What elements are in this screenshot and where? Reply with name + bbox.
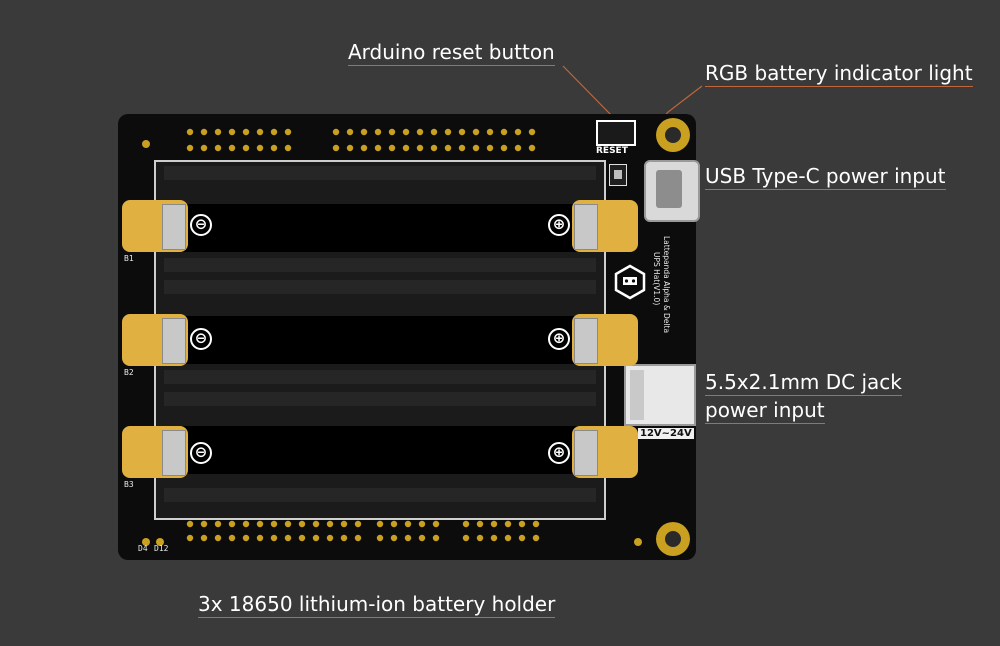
board-name-silk: Lattepanda Alpha & Delta UPS Hat(V1.0) <box>652 236 671 333</box>
holder-rib <box>164 488 596 502</box>
usbc-callout-text: USB Type-C power input <box>705 164 946 190</box>
d12-pad <box>156 538 164 546</box>
reset-button[interactable] <box>596 120 636 146</box>
header-pin-pads <box>186 128 540 542</box>
mounting-hole-top-right <box>656 118 690 152</box>
rgb-callout-text: RGB battery indicator light <box>705 61 973 87</box>
battery3-positive-spring <box>574 430 598 476</box>
top-right-pins <box>332 128 536 152</box>
top-pin-header <box>186 128 536 152</box>
rgb-indicator-led <box>609 164 627 186</box>
battery-slot-2 <box>176 316 596 364</box>
mounting-hole-bottom-right <box>656 522 690 556</box>
battery2-positive-spring <box>574 318 598 364</box>
pin-label-d4: D4 <box>138 544 148 553</box>
holder-callout-text: 3x 18650 lithium-ion battery holder <box>198 592 556 618</box>
battery-holder <box>154 160 606 520</box>
battery1-negative-spring <box>162 204 186 250</box>
battery-label-b2: B2 <box>124 368 134 377</box>
battery-slot-3 <box>176 426 596 474</box>
holder-rib <box>164 280 596 294</box>
rgb-callout: RGB battery indicator light <box>705 59 973 87</box>
d4-pad <box>142 538 150 546</box>
battery-label-b3: B3 <box>124 480 134 489</box>
usbc-callout: USB Type-C power input <box>705 162 946 190</box>
dc-callout: 5.5x2.1mm DC jack power input <box>705 368 902 424</box>
small-via-pad <box>142 140 150 148</box>
battery-slot-1 <box>176 204 596 252</box>
bottom-left-pins <box>186 520 362 542</box>
board-name-line1: Lattepanda Alpha & Delta <box>662 236 671 333</box>
dc-jack-connector <box>624 364 696 426</box>
plus-icon: ⊕ <box>548 214 570 236</box>
dc-callout-line2: power input <box>705 398 825 424</box>
reset-callout-text: Arduino reset button <box>348 40 555 66</box>
bottom-middle-pins <box>376 520 440 542</box>
robot-logo-icon <box>614 264 646 300</box>
bottom-pin-header <box>186 520 540 542</box>
pin-label-d12: D12 <box>154 544 169 553</box>
small-via-pad-bottom <box>634 538 642 546</box>
battery1-positive-spring <box>574 204 598 250</box>
holder-rib <box>164 370 596 384</box>
ups-hat-board: D4 D12 RESET Lattepanda Alpha & Delta UP… <box>118 114 700 560</box>
plus-icon: ⊕ <box>548 442 570 464</box>
battery2-negative-spring <box>162 318 186 364</box>
bottom-right-pins <box>462 520 540 542</box>
plus-icon: ⊕ <box>548 328 570 350</box>
reset-silk-label: RESET <box>596 146 628 156</box>
minus-icon: ⊖ <box>190 214 212 236</box>
reset-leader-line <box>562 65 615 119</box>
minus-icon: ⊖ <box>190 328 212 350</box>
board-name-line2: UPS Hat(V1.0) <box>652 252 661 305</box>
holder-callout: 3x 18650 lithium-ion battery holder <box>198 590 556 618</box>
usb-type-c-port <box>644 160 700 222</box>
battery3-negative-spring <box>162 430 186 476</box>
holder-rib <box>164 392 596 406</box>
holder-rib <box>164 258 596 272</box>
battery-label-b1: B1 <box>124 254 134 263</box>
minus-icon: ⊖ <box>190 442 212 464</box>
dc-callout-line1: 5.5x2.1mm DC jack <box>705 370 902 396</box>
reset-callout: Arduino reset button <box>348 38 555 66</box>
holder-rib <box>164 166 596 180</box>
top-left-pins <box>186 128 292 152</box>
voltage-silk-label: 12V~24V <box>638 428 694 439</box>
